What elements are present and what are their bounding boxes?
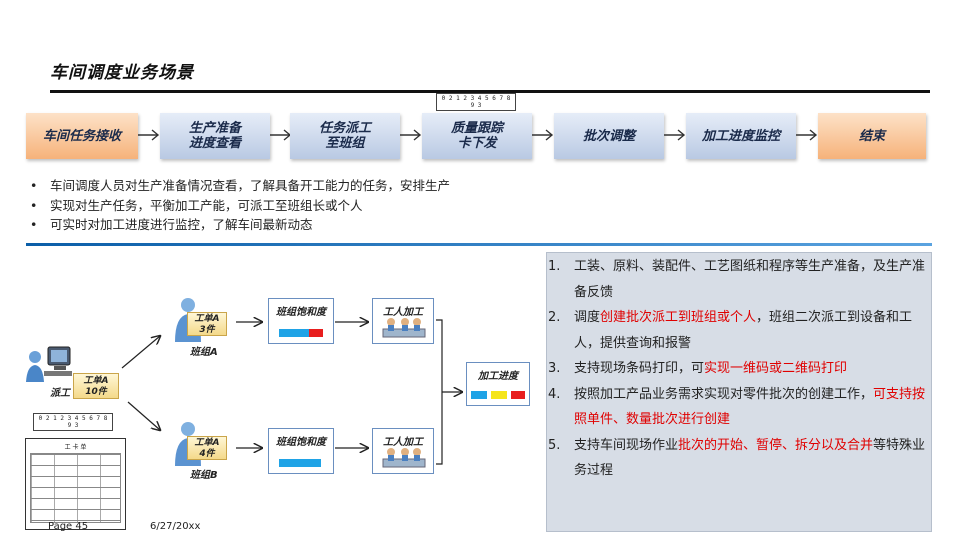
feature-item: 5. 支持车间现场作业批次的开始、暂停、拆分以及合并等特殊业务过程 <box>546 433 928 484</box>
manual-label: 工人加工 <box>383 307 423 318</box>
progress-bar-red <box>511 391 525 399</box>
feature-number: 1. <box>548 259 561 274</box>
dispatcher-label: 派工 <box>50 388 70 399</box>
feature-number: 5. <box>548 437 561 453</box>
feature-number: 4. <box>548 386 561 402</box>
flow-step-progress-monitor[interactable]: 加工进度监控 <box>686 113 796 159</box>
saturation-bar-cyan <box>279 459 321 467</box>
page-number: Page 45 <box>48 521 89 532</box>
work-card-document: 工 卡 单 <box>25 438 126 530</box>
team-a-order-tag: 工单A 3件 <box>187 312 227 336</box>
feature-item: 1. 工装、原料、装配件、工艺图纸和程序等生产准备，及生产准备反馈 <box>546 254 928 305</box>
saturation-label: 班组饱和度 <box>276 437 326 448</box>
flow-step-label: 结束 <box>858 128 885 144</box>
flow-step-dispatch[interactable]: 任务派工 至班组 <box>290 113 400 159</box>
team-b-order-tag: 工单A 4件 <box>187 436 227 460</box>
flow-step-label: 加工进度监控 <box>701 128 780 144</box>
feature-panel <box>546 252 932 532</box>
flow-arrow-icon <box>664 129 686 141</box>
feature-text-highlight: 创建批次派工到班组或个人 <box>600 310 757 325</box>
order-tag-line: 10件 <box>85 387 107 397</box>
feature-text-highlight: 可支持按照单件、数量批次进行创建 <box>574 386 926 428</box>
diagram-connectors <box>121 0 545 465</box>
progress-box: 加工进度 <box>466 362 530 406</box>
team-b-saturation-box: 班组饱和度 <box>268 428 334 474</box>
footer-date: 6/27/20xx <box>150 521 201 532</box>
flow-step-prep-progress[interactable]: 生产准备 进度查看 <box>160 113 270 159</box>
bullet-item: 可实时对加工进度进行监控，了解车间最新动态 <box>30 215 450 235</box>
team-a-manual-box: 工人加工 <box>372 298 434 344</box>
section-divider <box>26 243 932 246</box>
saturation-label: 班组饱和度 <box>276 307 326 318</box>
feature-text: 调度 <box>574 310 601 325</box>
feature-text: 支持车间现场作业 <box>574 437 679 453</box>
page-title: 车间调度业务场景 <box>50 63 194 83</box>
flow-step-label: 质量跟踪 卡下发 <box>450 121 503 151</box>
feature-text-highlight: 批次的开始、暂停、拆分以及合并 <box>678 437 874 453</box>
flow-step-label: 批次调整 <box>582 128 635 144</box>
order-tag-line: 3件 <box>199 325 215 335</box>
flow-arrow-icon <box>532 129 554 141</box>
flow-step-label: 车间任务接收 <box>42 128 121 144</box>
bullet-item: 车间调度人员对生产准备情况查看，了解具备开工能力的任务，安排生产 <box>30 176 450 196</box>
flow-arrow-icon <box>796 129 818 141</box>
order-tag-line: 工单A <box>194 438 220 448</box>
feature-number: 3. <box>548 361 561 376</box>
feature-item: 3. 支持现场条码打印，可实现一维码或二维码打印 <box>546 356 928 382</box>
feature-text-highlight: 实现一维码或二维码打印 <box>704 361 848 376</box>
feature-text: 按照加工产品业务需求实现对零件批次的创建工作， <box>574 386 874 402</box>
feature-text: 工装、原料、装配件、工艺图纸和程序等生产准备，及生产准备反馈 <box>574 259 926 300</box>
work-card-grid <box>30 453 121 523</box>
work-card-title: 工 卡 单 <box>64 444 87 451</box>
bullet-item: 实现对生产任务，平衡加工产能，可派工至班组长或个人 <box>30 196 450 216</box>
flow-step-label: 生产准备 进度查看 <box>188 121 241 151</box>
barcode-icon: 0 2 1 2 3 4 5 6 7 8 9 3 <box>33 413 113 431</box>
barcode-digits: 0 2 1 2 3 4 5 6 7 8 9 3 <box>37 415 109 429</box>
flow-step-quality-card[interactable]: 质量跟踪 卡下发 <box>422 113 532 159</box>
progress-label: 加工进度 <box>478 371 518 382</box>
feature-item: 2. 调度创建批次派工到班组或个人，班组二次派工到设备和工人，提供查询和报警 <box>546 305 928 356</box>
flow-step-task-receive[interactable]: 车间任务接收 <box>26 113 138 159</box>
dispatcher-computer-icon <box>26 346 72 382</box>
progress-bar-yellow <box>491 391 507 399</box>
flow-step-label: 任务派工 至班组 <box>318 121 371 151</box>
order-tag-line: 工单A <box>194 314 220 324</box>
flow-arrow-icon <box>400 129 422 141</box>
manual-label: 工人加工 <box>383 437 423 448</box>
feature-text: 支持现场条码打印，可 <box>574 361 705 376</box>
order-tag-line: 4件 <box>199 449 215 459</box>
barcode-digits: 0 2 1 2 3 4 5 6 7 8 9 3 <box>440 95 512 109</box>
feature-number: 2. <box>548 310 561 325</box>
feature-list: 1. 工装、原料、装配件、工艺图纸和程序等生产准备，及生产准备反馈 2. 调度创建批… <box>546 254 928 484</box>
title-underline <box>50 90 930 93</box>
workers-at-machine-icon <box>382 448 426 468</box>
bullet-list: 车间调度人员对生产准备情况查看，了解具备开工能力的任务，安排生产 实现对生产任务… <box>30 176 450 235</box>
saturation-bar-red <box>309 329 323 337</box>
order-tag-line: 工单A <box>83 376 109 386</box>
saturation-bar-cyan <box>279 329 309 337</box>
flow-step-batch-adjust[interactable]: 批次调整 <box>554 113 664 159</box>
progress-bar-cyan <box>471 391 487 399</box>
team-b-manual-box: 工人加工 <box>372 428 434 474</box>
flow-arrow-icon <box>138 129 160 141</box>
flow-step-end[interactable]: 结束 <box>818 113 926 159</box>
workers-at-machine-icon <box>382 318 426 338</box>
main-order-tag: 工单A 10件 <box>73 373 119 399</box>
team-b-name: 班组B <box>190 470 218 481</box>
team-a-name: 班组A <box>190 347 218 358</box>
barcode-icon: 0 2 1 2 3 4 5 6 7 8 9 3 <box>436 93 516 111</box>
feature-text: ，班组二次派工到设备和工人，提供查询和报警 <box>574 310 913 351</box>
feature-item: 4. 按照加工产品业务需求实现对零件批次的创建工作，可支持按照单件、数量批次进行创… <box>546 382 928 433</box>
feature-text: 等特殊业务过程 <box>574 437 926 479</box>
team-a-saturation-box: 班组饱和度 <box>268 298 334 344</box>
